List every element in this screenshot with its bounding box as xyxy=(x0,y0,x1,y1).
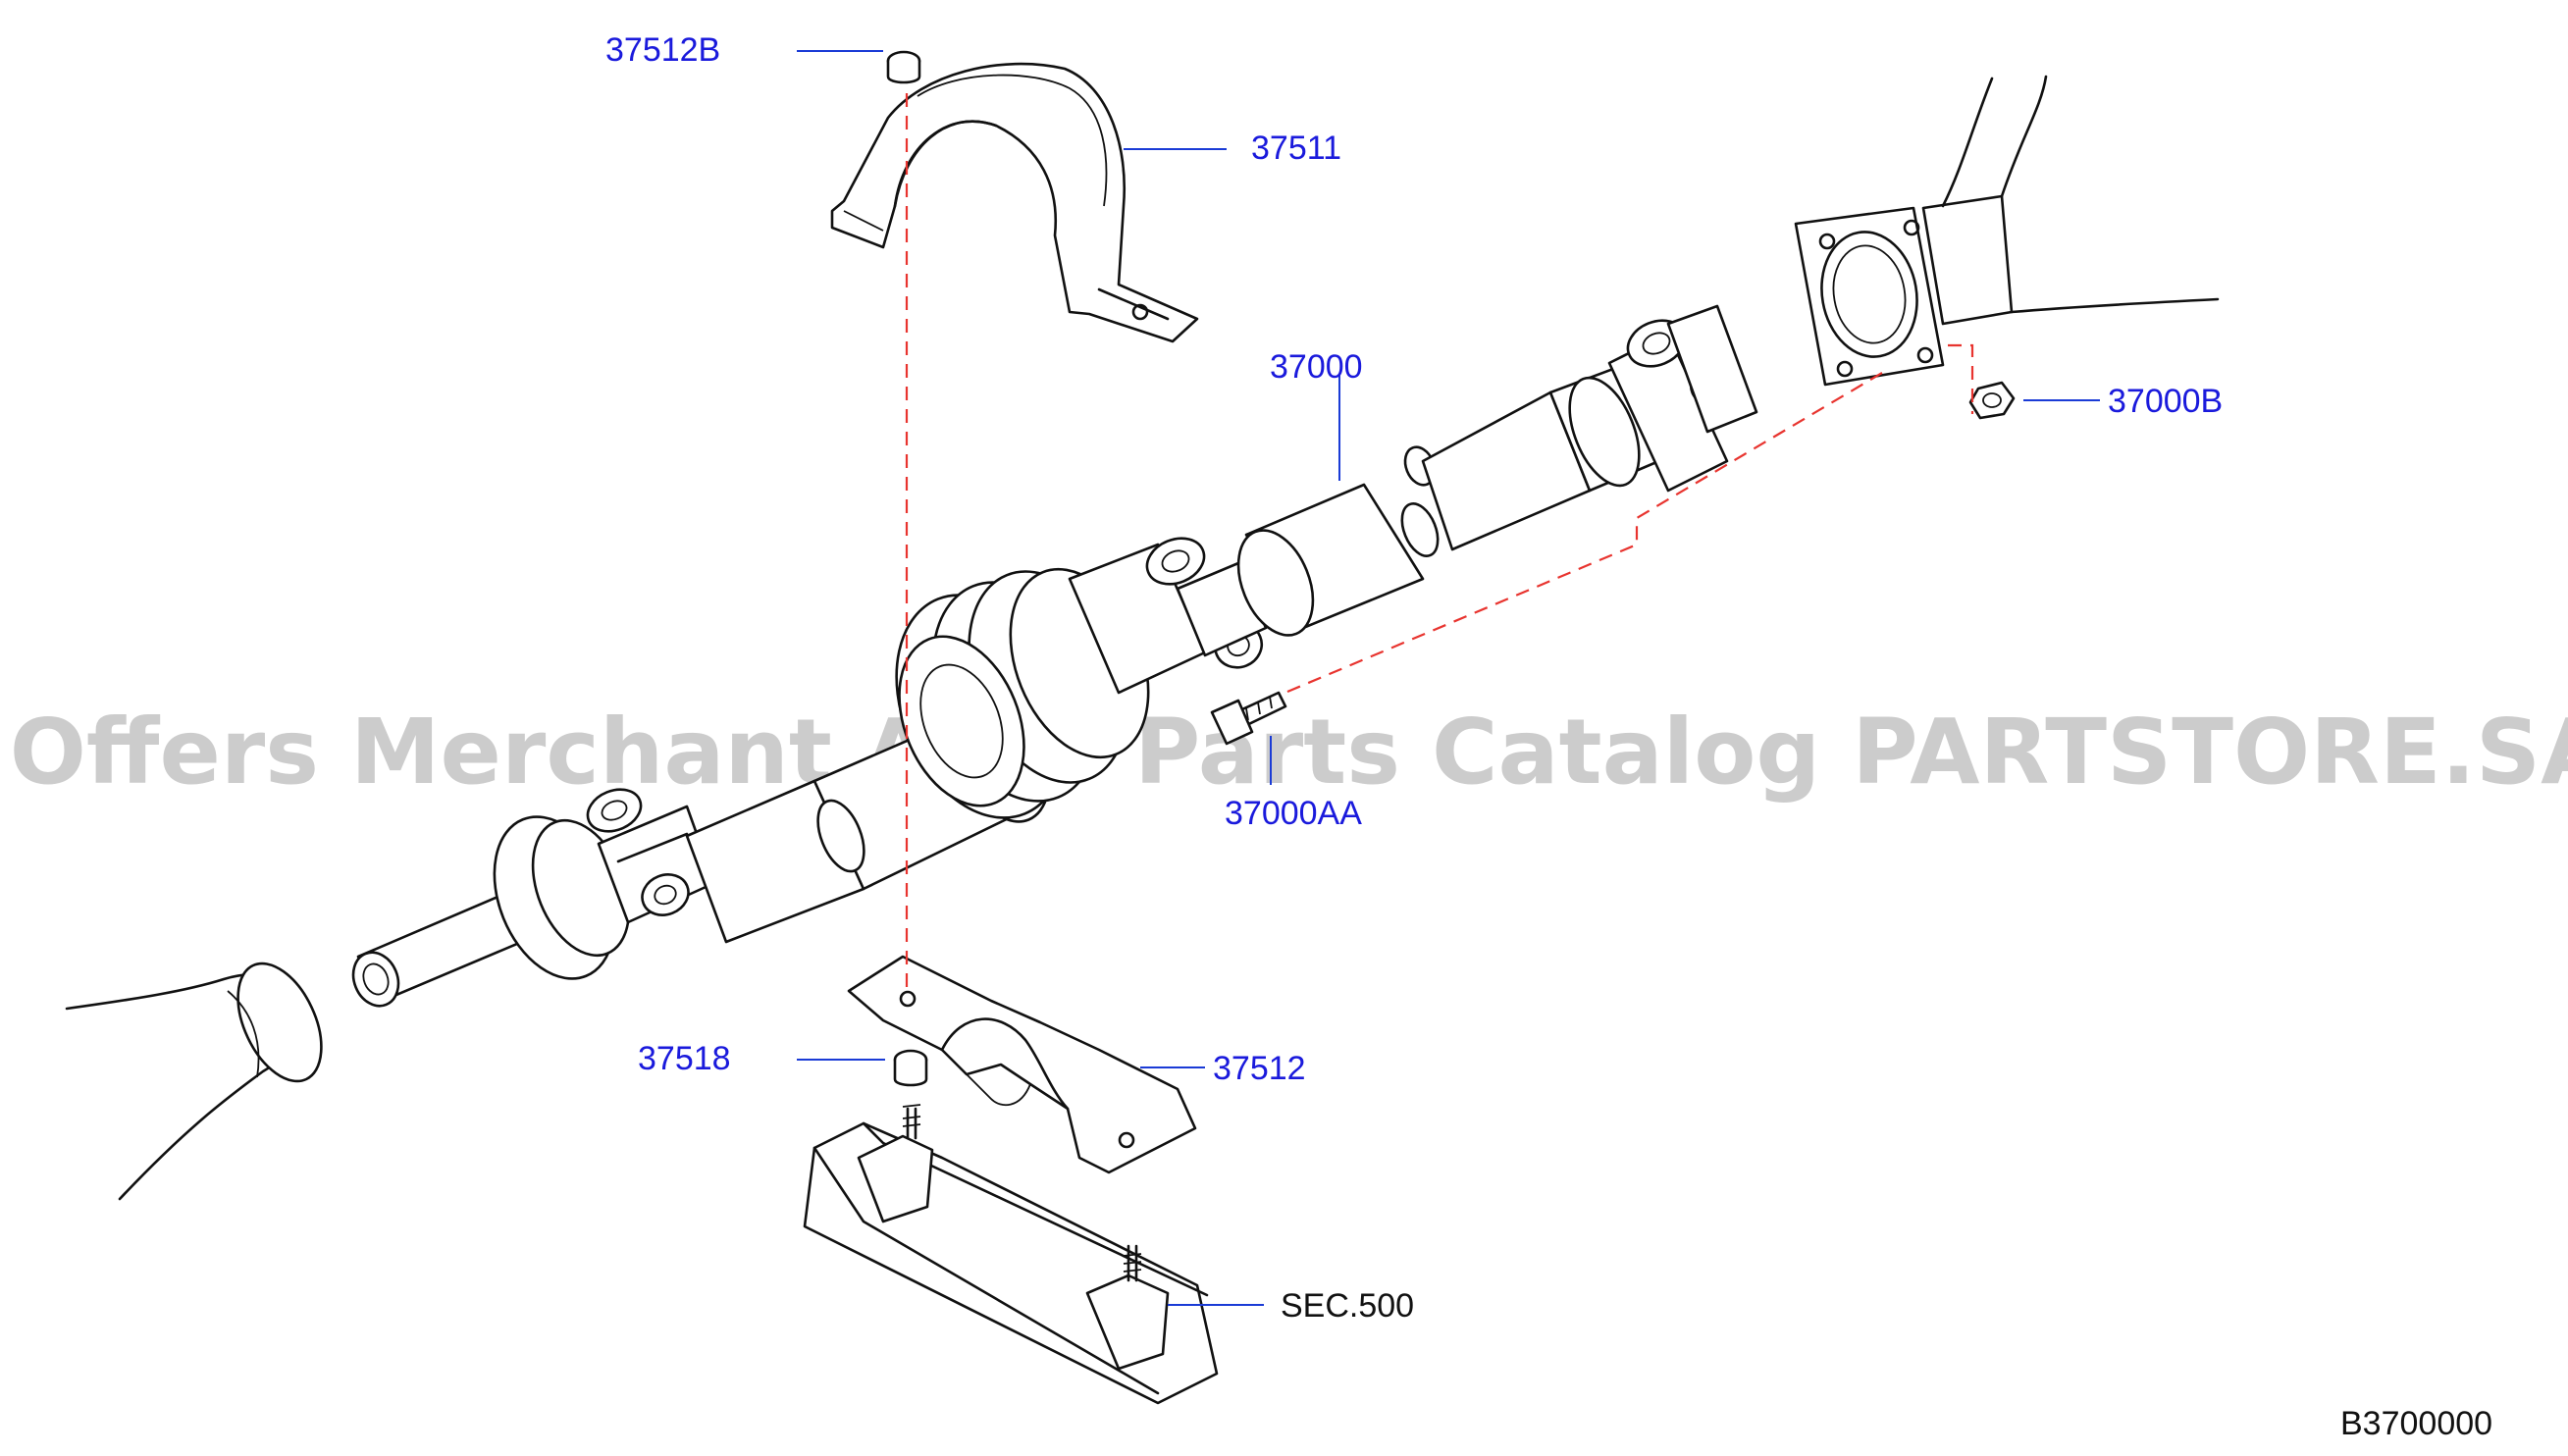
center-bearing-bracket-37511 xyxy=(830,62,1199,343)
callout-37000b: 37000B xyxy=(2108,383,2223,420)
rear-universal-joint xyxy=(1607,304,1758,493)
transmission-housing xyxy=(65,962,323,1201)
reference-sec500: SEC.500 xyxy=(1281,1287,1414,1325)
watermark-text: Offers Merchant Auto Parts Catalog PARTS… xyxy=(10,700,2568,805)
callout-37512: 37512 xyxy=(1213,1050,1306,1087)
callout-37511: 37511 xyxy=(1251,130,1341,167)
propeller-shaft-assembly xyxy=(351,304,1758,1008)
spacer-37518 xyxy=(893,1049,928,1087)
callout-37512b: 37512B xyxy=(605,31,720,69)
crossmember-sec500 xyxy=(803,1104,1219,1405)
callout-37000: 37000 xyxy=(1270,348,1363,386)
alignment-lines xyxy=(905,93,1974,991)
center-bearing-boot xyxy=(895,567,1150,819)
nut-37000b xyxy=(1968,381,2016,420)
differential-companion-flange xyxy=(1794,75,2220,387)
leader-lines xyxy=(797,50,2100,1306)
bushing-37512b xyxy=(886,50,921,84)
lower-bracket-37512 xyxy=(847,955,1197,1174)
callout-37000aa: 37000AA xyxy=(1225,795,1362,832)
diagram-id: B3700000 xyxy=(2340,1405,2492,1442)
bolt-37000aa xyxy=(1210,691,1287,746)
callout-37518: 37518 xyxy=(638,1040,731,1077)
center-universal-joint xyxy=(1068,537,1268,695)
